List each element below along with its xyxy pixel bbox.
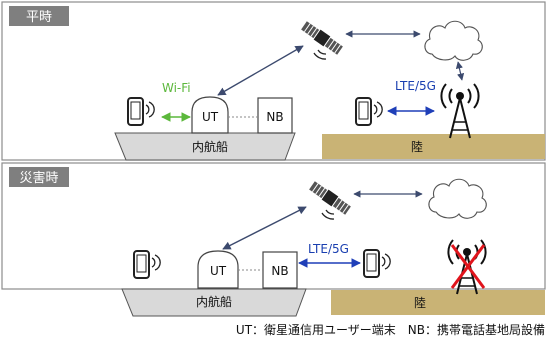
- panel-disaster-title: 災害時: [19, 170, 58, 186]
- ut-label: UT: [210, 264, 227, 278]
- satellite-link-arrow: [222, 206, 307, 250]
- smartphone-icon: [127, 97, 156, 126]
- satellite-icon: [299, 19, 345, 60]
- legend-note: UT：衛星通信用ユーザー端末 NB：携帯電話基地局設備: [236, 322, 545, 337]
- cloud-icon: [428, 178, 487, 219]
- disabled-cross-icon: [450, 244, 486, 289]
- land-area: [331, 290, 545, 315]
- satellite-link-arrow: [217, 45, 304, 96]
- ut-terminal: [191, 96, 229, 134]
- smartphone-icon: [355, 97, 384, 126]
- smartphone-icon: [363, 249, 392, 278]
- nb-equipment: [257, 97, 293, 134]
- panel-normal-title-bg: [9, 6, 69, 26]
- ship-label: 内航船: [196, 294, 232, 309]
- lte-label: LTE/5G: [395, 79, 436, 93]
- ship-label: 内航船: [192, 139, 228, 154]
- ut-label: UT: [202, 110, 219, 124]
- cloud-icon: [424, 20, 483, 61]
- land-label: 陸: [414, 296, 426, 310]
- cell-tower-icon: [440, 83, 480, 139]
- lte-label: LTE/5G: [308, 242, 349, 256]
- satellite-icon: [307, 179, 353, 220]
- panel-normal-title: 平時: [26, 10, 52, 25]
- panel-disaster-title-bg: [9, 167, 69, 187]
- ship-hull: [114, 132, 296, 161]
- smartphone-icon: [133, 250, 162, 279]
- nb-label: NB: [266, 110, 283, 124]
- wifi-label: Wi-Fi: [162, 81, 191, 95]
- land-area: [322, 134, 545, 159]
- nb-label: NB: [271, 264, 288, 278]
- land-label: 陸: [411, 140, 423, 154]
- nb-equipment: [262, 251, 298, 289]
- cloud-tower-link: [455, 61, 465, 81]
- ut-terminal: [197, 250, 239, 289]
- ship-hull: [121, 288, 307, 317]
